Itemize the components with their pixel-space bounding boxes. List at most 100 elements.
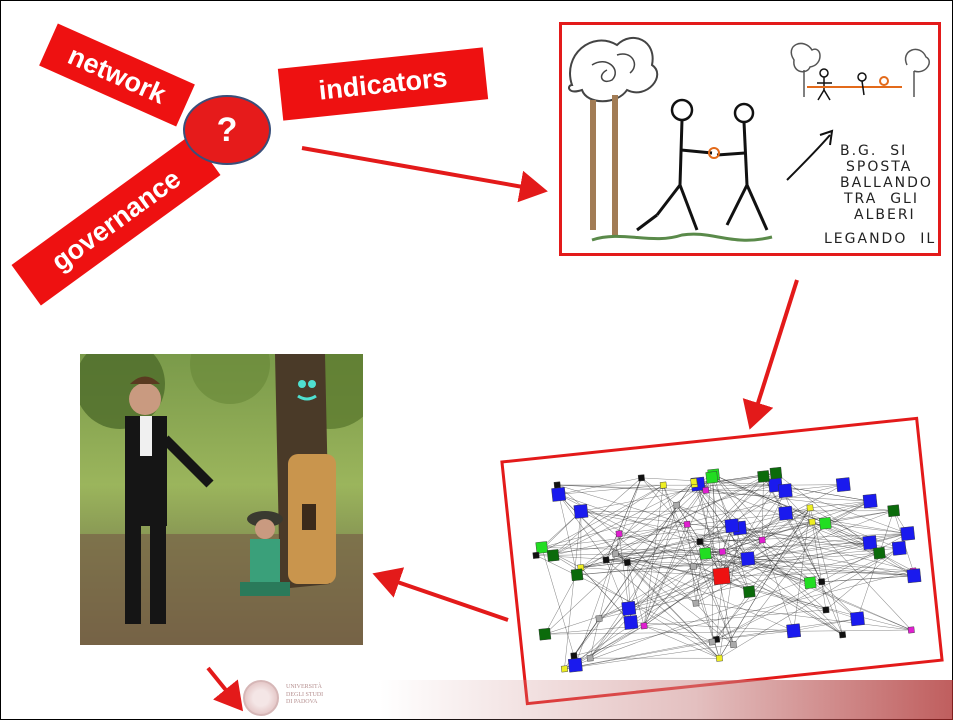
graph-edge [544,574,578,635]
graph-edge [699,490,786,542]
graph-edge [641,477,749,559]
graph-edge [627,562,720,659]
university-logo-text: UNIVERSITÀ DEGLI STUDI DI PADOVA [286,684,323,707]
graph-edge [575,552,880,666]
graph-edge [605,484,664,561]
graph-edge [713,474,858,619]
graph-node [595,615,603,623]
graph-edge [694,484,858,619]
graph-edge [731,525,914,572]
graph-edge [627,527,740,563]
graph-edge [643,524,688,626]
graph-edge [536,521,813,556]
graph-edge [785,513,908,534]
graph-node [621,601,637,616]
graph-edge [711,477,724,577]
graph-node [778,505,794,521]
graph-node [862,493,878,509]
graph-edge [721,510,894,577]
graph-edge [615,553,914,577]
tree-trunk-left [590,100,596,230]
graph-node [786,623,801,639]
graph-node [862,535,878,550]
graph-node [673,501,681,509]
graph-edge [535,484,664,556]
graph-node [640,622,648,630]
graph-node [887,504,900,518]
graph-edge [590,625,645,659]
graph-edge [541,547,723,552]
graph-edge [580,472,776,512]
graph-edge [643,625,720,659]
graph-node [659,481,667,489]
graph-edge [722,521,813,552]
sketch-note-line: LEGANDO IL [824,231,937,247]
graph-edge [810,575,914,583]
graph-edge [825,523,908,534]
graph-edge [713,474,763,541]
graph-edge [553,474,714,556]
sketch-note-line: BALLANDO [840,175,933,191]
graph-edge [705,490,894,512]
graph-edge [793,618,858,632]
graph-edge [628,513,786,609]
graph-edge [630,622,794,632]
graph-node [683,520,691,528]
graph-node [532,551,540,559]
graph-edge [893,510,914,572]
graph-node [819,517,832,530]
sketch-note-line: B.G. SI [840,143,908,159]
graph-edge [615,542,870,555]
university-seal-icon [243,680,279,716]
graph-edge [557,484,688,525]
graph-edge [580,567,722,577]
graph-edge [558,484,664,495]
graph-node [538,627,552,641]
graph-edge [775,485,912,631]
graph-edge [605,559,720,659]
question-circle: ? [183,95,271,165]
graph-node [570,652,578,660]
graph-node [696,538,704,546]
footer-bar [380,680,953,720]
graph-edge [544,629,912,635]
graph-node [637,474,645,482]
graph-edge [541,484,776,548]
sketch-note-line: TRA GLI [844,191,919,207]
graph-node [560,665,568,673]
graph-edge [695,500,871,604]
graph-edge [761,539,794,631]
graph-node [803,576,817,590]
graph-node [806,504,814,512]
graph-node [839,631,847,639]
graph-node [615,530,623,538]
graph-edge [643,477,712,626]
graph-edge [761,490,786,541]
graph-edge [712,548,900,643]
graph-edge [722,521,813,577]
graph-node [712,567,731,586]
graph-edge [809,507,843,635]
graph-node [623,559,631,567]
graph-edge [558,494,720,659]
sketch-drawing [568,36,930,242]
graph-edge [564,641,713,670]
graph-edge [693,552,880,567]
graph-node [724,518,740,534]
graph-edge [564,639,717,670]
graph-edge [716,591,750,640]
graph-edge [590,657,720,659]
graph-edge [686,524,734,645]
graph-node [689,563,697,571]
graph-edge [580,507,811,568]
graph-edge [557,484,697,604]
graph-edge [580,562,628,568]
graph-node [769,466,783,480]
graph-edge [580,511,582,568]
graph-edge [785,484,844,491]
graph-edge [557,484,706,491]
graph-node [891,540,907,556]
graph-node [602,556,610,564]
graph-edge [553,484,844,556]
graph-node [818,578,826,586]
